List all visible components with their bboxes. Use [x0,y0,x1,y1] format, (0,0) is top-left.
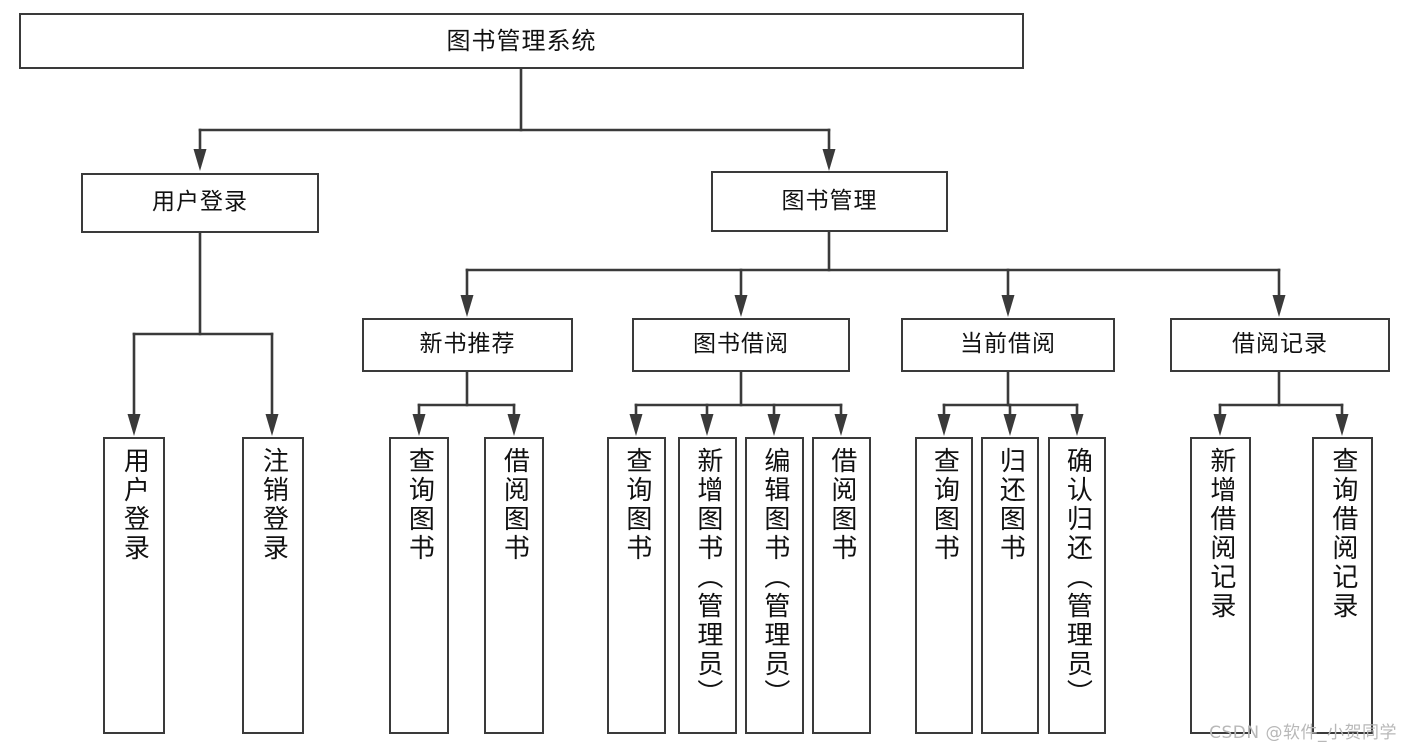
node-label: 新增借阅记录 [1205,447,1236,621]
arrowhead-icon [1001,295,1015,317]
arrowhead-icon [1070,414,1084,436]
arrowhead-icon [412,414,426,436]
node-l6[interactable]: 新增图书（管理员） [678,437,737,734]
node-l3[interactable]: 查询图书 [389,437,449,734]
arrowhead-icon [1272,295,1286,317]
node-l4[interactable]: 借阅图书 [484,437,544,734]
node-label: 注销登录 [258,447,289,563]
node-label: 确认归还（管理员） [1062,447,1093,708]
arrowhead-icon [700,414,714,436]
arrowhead-icon [507,414,521,436]
arrowhead-icon [193,149,207,171]
node-records[interactable]: 借阅记录 [1170,318,1390,372]
node-label: 查询图书 [929,447,960,563]
node-label: 借阅记录 [1232,331,1328,358]
node-label: 编辑图书（管理员） [759,447,790,708]
node-label: 查询图书 [621,447,652,563]
arrowhead-icon [834,414,848,436]
node-label: 图书管理 [781,187,878,214]
node-label: 归还图书 [995,447,1026,563]
node-bookmgmt[interactable]: 图书管理 [711,171,948,232]
node-label: 当前借阅 [960,331,1056,358]
node-borrow[interactable]: 图书借阅 [632,318,850,372]
arrowhead-icon [734,295,748,317]
node-label: 用户登录 [152,189,248,216]
node-l10[interactable]: 归还图书 [981,437,1039,734]
node-l1[interactable]: 用户登录 [103,437,165,734]
node-l12[interactable]: 新增借阅记录 [1190,437,1251,734]
node-label: 查询借阅记录 [1327,447,1358,621]
node-label: 新书推荐 [419,331,516,358]
node-label: 新增图书（管理员） [692,447,723,708]
node-label: 借阅图书 [499,447,530,563]
node-current[interactable]: 当前借阅 [901,318,1115,372]
arrowhead-icon [822,149,836,171]
node-label: 借阅图书 [826,447,857,563]
node-label: 图书管理系统 [446,26,597,55]
arrowhead-icon [460,295,474,317]
node-label: 用户登录 [119,447,150,563]
node-newbook[interactable]: 新书推荐 [362,318,573,372]
watermark: CSDN @软件_小贺同学 [1209,723,1397,743]
node-label: 图书借阅 [693,331,789,358]
node-login[interactable]: 用户登录 [81,173,319,233]
arrowhead-icon [127,414,141,436]
node-l7[interactable]: 编辑图书（管理员） [745,437,804,734]
arrowhead-icon [1003,414,1017,436]
arrowhead-icon [629,414,643,436]
node-l8[interactable]: 借阅图书 [812,437,871,734]
arrowhead-icon [265,414,279,436]
arrowhead-icon [767,414,781,436]
node-root[interactable]: 图书管理系统 [19,13,1024,69]
node-l11[interactable]: 确认归还（管理员） [1048,437,1106,734]
node-l13[interactable]: 查询借阅记录 [1312,437,1373,734]
arrowhead-icon [937,414,951,436]
node-l2[interactable]: 注销登录 [242,437,304,734]
arrowhead-icon [1335,414,1349,436]
node-l9[interactable]: 查询图书 [915,437,973,734]
node-l5[interactable]: 查询图书 [607,437,666,734]
node-label: 查询图书 [404,447,435,563]
arrowhead-icon [1213,414,1227,436]
